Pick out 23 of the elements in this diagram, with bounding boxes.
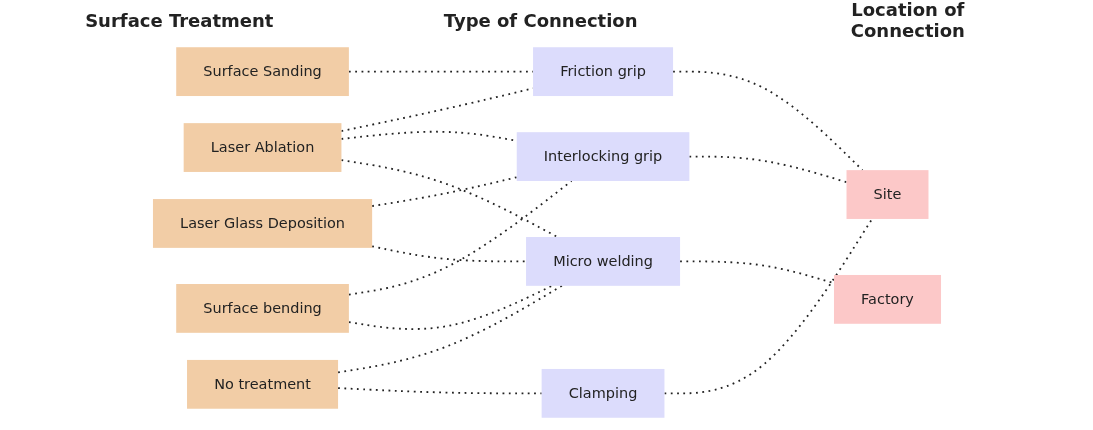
node-box: No treatment — [186, 359, 338, 409]
node-box: Clamping — [541, 368, 664, 418]
connector — [336, 284, 563, 374]
connector — [370, 245, 527, 263]
node-box: Micro welding — [525, 237, 680, 286]
node-box: Interlocking grip — [516, 132, 689, 181]
column-heading: Type of Connection — [443, 9, 638, 31]
node-box: Factory — [833, 275, 941, 324]
connector — [687, 155, 847, 184]
connector — [347, 284, 553, 330]
node-box: Laser Ablation — [183, 123, 341, 172]
node-box: Friction grip — [532, 47, 673, 97]
column-heading: Surface Treatment — [85, 9, 274, 31]
node-box: Laser Glass Deposition — [152, 199, 372, 248]
connector — [340, 159, 558, 238]
node-box: Surface bending — [175, 284, 349, 333]
node-box: Site — [846, 170, 928, 219]
node-box: Surface Sanding — [175, 47, 349, 97]
connector — [663, 218, 873, 395]
connector — [671, 70, 863, 172]
column-heading: Location of Connection — [849, 0, 966, 41]
connector — [347, 180, 572, 296]
connector — [370, 176, 518, 207]
